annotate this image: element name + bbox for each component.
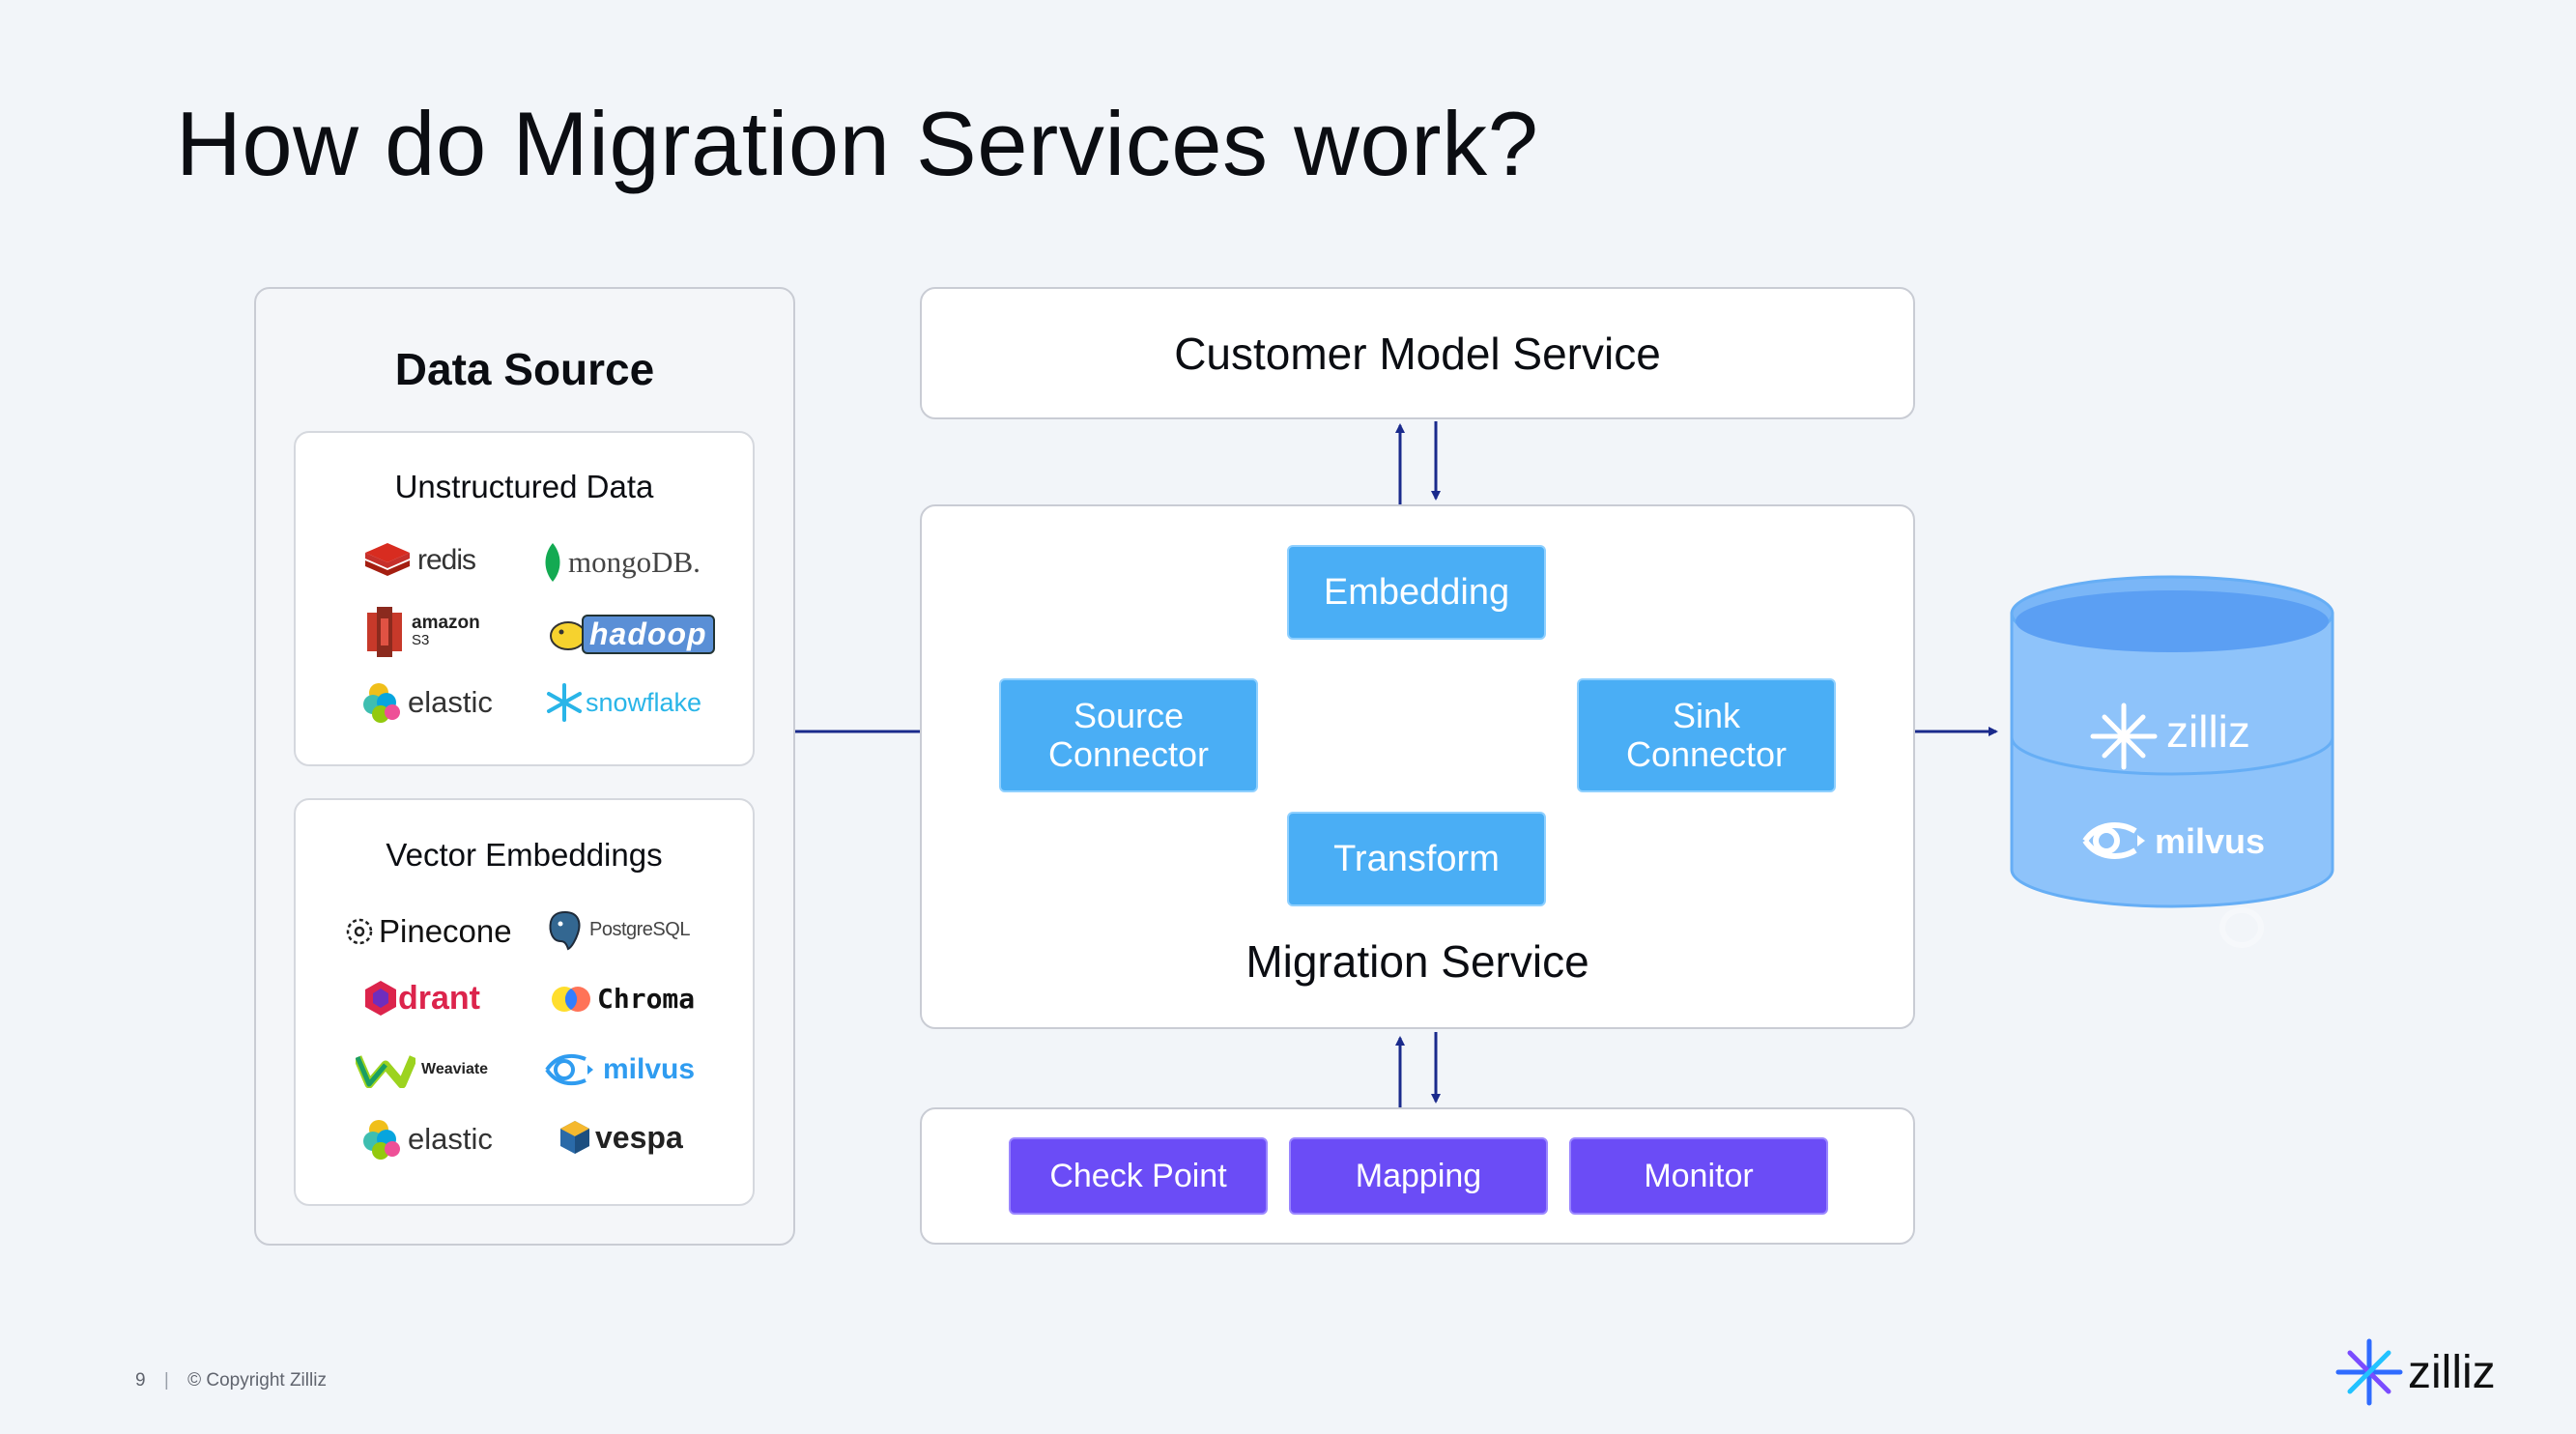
zilliz-brand-logo: zilliz	[2334, 1337, 2496, 1407]
elastic-icon	[363, 683, 400, 723]
footer-divider: |	[163, 1370, 169, 1391]
vespa-icon	[560, 1121, 589, 1154]
snowflake-icon	[547, 683, 582, 722]
elastic-logo-1: elastic	[361, 681, 493, 724]
customer-model-service-box: Customer Model Service	[920, 287, 1915, 419]
vespa-text: vespa	[595, 1119, 683, 1155]
snowflake-logo: snowflake	[545, 683, 701, 722]
zilliz-text-cylinder: zilliz	[2166, 706, 2250, 757]
qdrant-icon	[365, 981, 396, 1016]
amazon-s3-icon	[367, 607, 402, 657]
zilliz-brand-text: zilliz	[2408, 1346, 2496, 1398]
redis-logo: redis	[363, 539, 476, 582]
s3-text: S3	[412, 632, 430, 648]
pinecone-icon	[346, 918, 373, 945]
source-connector-node: Source Connector	[999, 678, 1258, 792]
qdrant-logo: drant	[363, 979, 480, 1018]
chroma-icon	[552, 986, 590, 1012]
milvus-text-cylinder: milvus	[2155, 821, 2266, 861]
data-source-heading: Data Source	[394, 344, 655, 394]
customer-model-service-label: Customer Model Service	[1174, 328, 1661, 379]
vespa-logo: vespa	[558, 1119, 683, 1156]
elastic-text-1: elastic	[408, 685, 493, 719]
qdrant-text: drant	[398, 979, 480, 1017]
postgresql-icon	[549, 910, 581, 951]
mapping-button[interactable]: Mapping	[1289, 1137, 1548, 1215]
monitor-button[interactable]: Monitor	[1569, 1137, 1828, 1215]
hadoop-text: hadoop	[582, 615, 715, 654]
pinecone-logo: Pinecone	[342, 913, 512, 950]
redis-icon	[365, 543, 410, 576]
unstructured-data-label: Unstructured Data	[394, 469, 654, 504]
footer: 9 | © Copyright Zilliz	[135, 1370, 327, 1391]
page-title: How do Migration Services work?	[176, 93, 1539, 194]
embedding-node: Embedding	[1287, 545, 1546, 640]
weaviate-logo: Weaviate	[356, 1051, 488, 1088]
zilliz-star-icon	[2090, 703, 2158, 770]
milvus-eye-icon	[545, 1053, 593, 1086]
milvus-text-source: milvus	[603, 1053, 696, 1085]
milvus-logo-source: milvus	[543, 1051, 695, 1088]
amazon-s3-logo: amazon S3	[363, 607, 480, 657]
sink-connector-node: Sink Connector	[1577, 678, 1836, 792]
milvus-eye-icon	[2082, 822, 2145, 859]
page-number: 9	[135, 1370, 146, 1391]
postgresql-text: PostgreSQL	[589, 918, 690, 940]
elastic-icon	[363, 1120, 400, 1160]
snowflake-text: snowflake	[586, 687, 702, 717]
hadoop-logo: hadoop	[549, 615, 715, 654]
weaviate-text: Weaviate	[421, 1061, 489, 1077]
mongodb-logo: mongoDB.	[541, 541, 701, 584]
copyright-text: © Copyright Zilliz	[187, 1370, 327, 1391]
zilliz-star-icon	[2335, 1338, 2403, 1406]
chroma-logo: Chroma	[551, 983, 695, 1015]
postgresql-logo: PostgreSQL	[545, 908, 690, 951]
weaviate-icon	[356, 1055, 415, 1088]
migration-service-label: Migration Service	[1245, 936, 1589, 987]
amazon-text: amazon	[412, 613, 480, 633]
redis-text: redis	[417, 544, 476, 576]
mongodb-leaf-icon	[545, 543, 560, 582]
chroma-text: Chroma	[597, 983, 696, 1015]
pinecone-text: Pinecone	[379, 913, 512, 949]
elastic-text-2: elastic	[408, 1122, 493, 1156]
mongodb-text: mongoDB.	[568, 545, 701, 579]
destination-database-cylinder	[2010, 575, 2334, 948]
transform-node: Transform	[1287, 812, 1546, 906]
vector-embeddings-label: Vector Embeddings	[386, 837, 663, 873]
check-point-button[interactable]: Check Point	[1009, 1137, 1268, 1215]
elastic-logo-2: elastic	[361, 1118, 493, 1161]
